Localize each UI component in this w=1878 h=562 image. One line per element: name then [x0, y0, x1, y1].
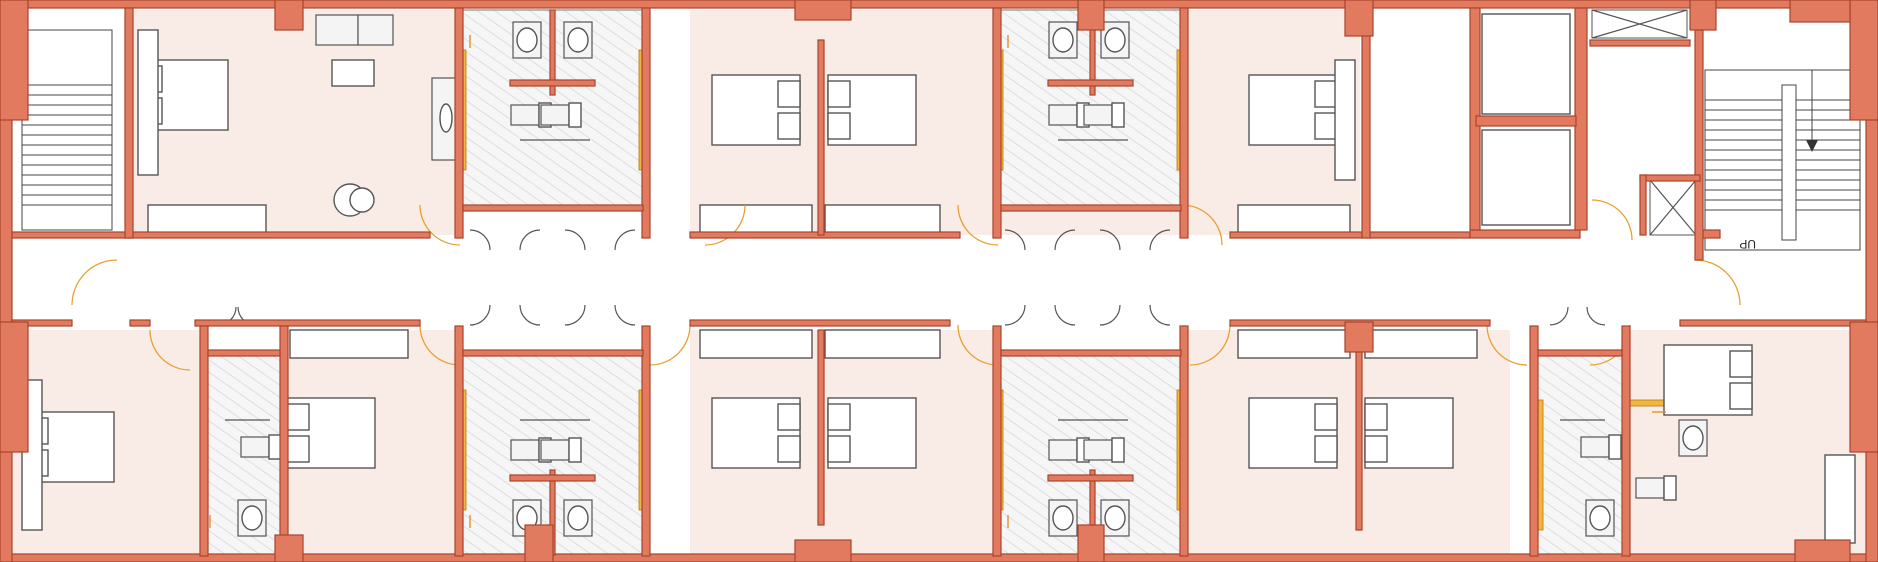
stair-up-label: UP	[1739, 237, 1756, 251]
sliding-door-arrows	[209, 35, 1666, 528]
furniture-counters	[21, 14, 1856, 544]
door-swings	[71, 199, 1741, 371]
shower-dividers	[225, 139, 1605, 421]
stair-left	[21, 29, 113, 231]
corridor	[12, 238, 1868, 324]
elevator-core	[1481, 9, 1697, 236]
stair-right	[1704, 69, 1861, 251]
